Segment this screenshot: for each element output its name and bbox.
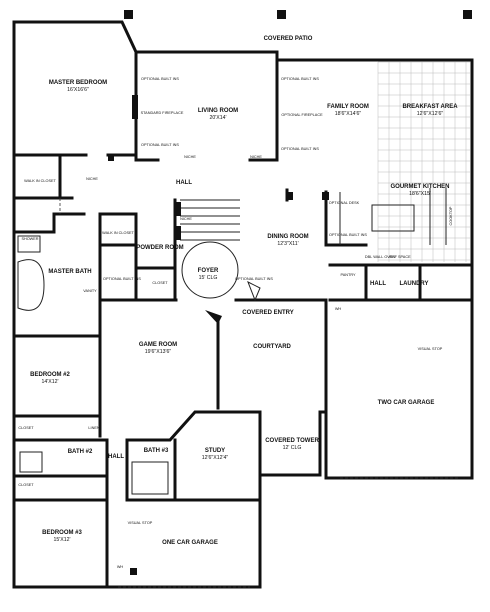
family-room-dim: 18'6"X14'6"	[335, 111, 362, 117]
closet-3-label: CLOSET	[18, 483, 34, 487]
living-room-dim: 20'X14'	[210, 115, 227, 121]
breakfast-area-dim: 12'6"X12'6"	[417, 111, 444, 117]
master-bedroom-label: MASTER BEDROOM	[49, 80, 107, 86]
optional-built-ins-2-label: OPTIONAL BUILT INS	[141, 143, 179, 147]
linen-label: LINEN	[88, 426, 99, 430]
niche-4-label: NICHE	[180, 217, 192, 221]
living-room-label: LIVING ROOM	[198, 108, 238, 114]
visual-stop-2-label: VISUAL STOP	[128, 521, 153, 525]
two-car-garage-label: TWO CAR GARAGE	[378, 400, 435, 406]
optional-desk-label: OPTIONAL DESK	[329, 201, 360, 205]
shower-label: SHOWER	[21, 237, 38, 241]
gourmet-kitchen-dim: 18'6"X15'	[409, 191, 431, 197]
pantry-label: PANTRY	[340, 273, 356, 277]
game-room-dim: 19'6"X13'6"	[145, 349, 172, 355]
optional-built-ins-7-label: OPTIONAL BUILT INS	[329, 233, 367, 237]
niche-1-label: NICHE	[86, 177, 98, 181]
covered-patio-label: COVERED PATIO	[264, 36, 313, 42]
family-room-label: FAMILY ROOM	[327, 104, 369, 110]
foyer-label: FOYER	[198, 268, 219, 274]
ref-space-label: REF SPACE	[389, 255, 411, 259]
hall-bedrooms-label: HALL	[108, 454, 124, 460]
niche-3-label: NICHE	[250, 155, 262, 159]
covered-tower-dim: 12' CLG	[283, 445, 302, 451]
bedroom3-dim: 15'X12'	[54, 537, 71, 543]
optional-built-ins-1-label: OPTIONAL BUILT INS	[141, 77, 179, 81]
optional-built-ins-6-label: OPTIONAL BUILT INS	[235, 277, 273, 281]
master-bath-label: MASTER BATH	[48, 269, 91, 275]
closet-2-label: CLOSET	[18, 426, 34, 430]
covered-tower-label: COVERED TOWER	[265, 438, 319, 444]
wh-2-label: WH	[117, 565, 124, 569]
pier-n	[277, 10, 286, 19]
laundry-label: LAUNDRY	[399, 281, 428, 287]
pier-ne	[463, 10, 472, 19]
dining-room-label: DINING ROOM	[267, 234, 308, 240]
dining-room-dim: 12'3"X11'	[277, 241, 298, 247]
niche-2-label: NICHE	[184, 155, 196, 159]
visual-stop-1-label: VISUAL STOP	[418, 347, 443, 351]
foyer-dim: 15' CLG	[199, 275, 218, 281]
wh-1-label: WH	[335, 307, 342, 311]
bath2-label: BATH #2	[68, 449, 93, 455]
bath3-label: BATH #3	[144, 448, 169, 454]
hall-laundry-label: HALL	[370, 281, 386, 287]
covered-entry-label: COVERED ENTRY	[242, 310, 293, 316]
master-bedroom-dim: 16'X16'6"	[67, 87, 89, 93]
optional-built-ins-4-label: OPTIONAL BUILT INS	[281, 147, 319, 151]
kitchen-tile-grid	[377, 61, 470, 262]
optional-built-ins-5-label: OPTIONAL BUILT INS	[103, 277, 141, 281]
gourmet-kitchen-label: GOURMET KITCHEN	[391, 184, 450, 190]
standard-fireplace-label: STANDARD FIREPLACE	[141, 111, 184, 115]
cooktop-label: COOKTOP	[449, 206, 453, 225]
courtyard-label: COURTYARD	[253, 344, 291, 350]
interior-walls	[12, 50, 474, 589]
breakfast-area-label: BREAKFAST AREA	[402, 104, 458, 110]
walk-in-closet-2-label: WALK IN CLOSET	[102, 231, 134, 235]
bedroom3-label: BEDROOM #3	[42, 530, 82, 536]
powder-room-label: POWDER ROOM	[136, 245, 183, 251]
bedroom2-dim: 14'X12'	[42, 379, 59, 385]
one-car-garage-label: ONE CAR GARAGE	[162, 540, 218, 546]
study-dim: 12'6"X12'4"	[202, 455, 229, 461]
labels: COVERED PATIO MASTER BEDROOM 16'X16'6" L…	[18, 36, 458, 569]
vanity-label: VANITY	[83, 289, 97, 293]
bedroom2-label: BEDROOM #2	[30, 372, 70, 378]
optional-fireplace-label: OPTIONAL FIREPLACE	[281, 113, 323, 117]
pier-sw	[130, 568, 137, 575]
study-label: STUDY	[205, 448, 225, 454]
fixtures	[17, 95, 460, 588]
dbl-wall-oven-label: DBL WALL OVEN	[365, 255, 395, 259]
optional-built-ins-3-label: OPTIONAL BUILT INS	[281, 77, 319, 81]
pier-nw	[124, 10, 133, 19]
closet-1-label: CLOSET	[152, 281, 168, 285]
hall-main-label: HALL	[176, 180, 192, 186]
walk-in-closet-1-label: WALK IN CLOSET	[24, 179, 56, 183]
game-room-label: GAME ROOM	[139, 342, 177, 348]
